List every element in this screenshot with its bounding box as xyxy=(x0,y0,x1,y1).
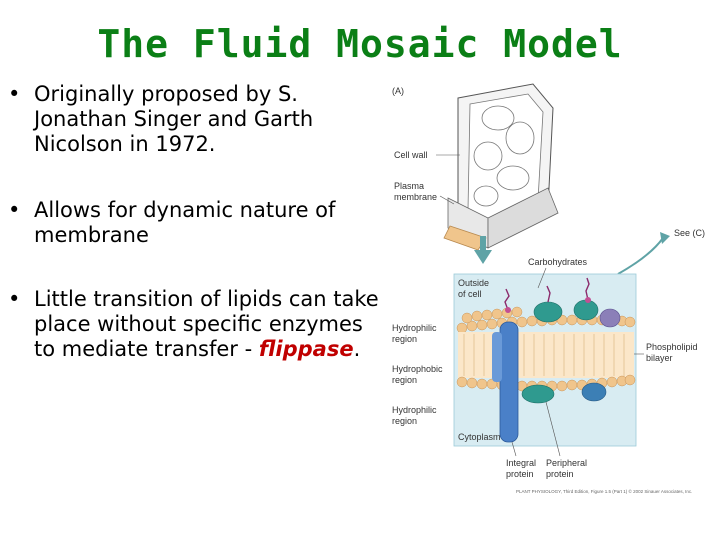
phospholipid-bilayer-label-line1: Phospholipid xyxy=(646,342,698,352)
peripheral-protein xyxy=(521,384,555,404)
bullet-item: • Allows for dynamic nature of membrane xyxy=(8,198,380,248)
outside-of-cell-label-line2: of cell xyxy=(458,289,482,299)
page-title: The Fluid Mosaic Model xyxy=(97,22,623,66)
hydrophobic-label-line1: Hydrophobic xyxy=(392,364,443,374)
phospholipid-bilayer-label-line2: bilayer xyxy=(646,353,673,363)
bullet-text-before: Little transition of lipids can take pla… xyxy=(34,287,379,361)
bullet-dot: • xyxy=(8,287,21,311)
panel-label: (A) xyxy=(392,86,404,96)
see-c-label: See (C) xyxy=(674,228,705,238)
hydrophilic-upper-label-line2: region xyxy=(392,334,417,344)
integral-protein-label-line2: protein xyxy=(506,469,534,479)
bullet-text: Allows for dynamic nature of membrane xyxy=(34,198,336,247)
figure-credit: PLANT PHYSIOLOGY, Third Edition, Figure … xyxy=(516,488,692,494)
plant-cell-illustration xyxy=(443,83,559,251)
bullet-text-after: . xyxy=(353,337,361,361)
hydrophobic-label-line2: region xyxy=(392,375,417,385)
bullet-text: Little transition of lipids can take pla… xyxy=(34,287,380,362)
bullet-dot: • xyxy=(8,198,21,222)
surface-protein xyxy=(533,301,563,323)
plasma-membrane-label-line1: Plasma xyxy=(394,181,424,191)
hydrophilic-lower-label-line1: Hydrophilic xyxy=(392,405,437,415)
peripheral-protein-label-line2: protein xyxy=(546,469,574,479)
carbohydrate-chains xyxy=(504,277,590,311)
cell-wall-label: Cell wall xyxy=(394,150,428,160)
membrane-figure: (A) Cell wall Plasma membrane See (C) Ca… xyxy=(392,83,705,494)
plasma-membrane-label-line2: membrane xyxy=(394,192,437,202)
bullet-dot: • xyxy=(8,82,21,106)
hydrophilic-upper-label-line1: Hydrophilic xyxy=(392,323,437,333)
bullet-text: Originally proposed by S. Jonathan Singe… xyxy=(34,82,314,156)
outside-of-cell-label-line1: Outside xyxy=(458,278,489,288)
see-c-arrow-icon xyxy=(617,237,664,275)
peripheral-protein-label-line1: Peripheral xyxy=(546,458,587,468)
bullet-item: • Little transition of lipids can take p… xyxy=(8,287,380,362)
hydrophobic-core xyxy=(458,332,634,378)
flippase-term: flippase xyxy=(258,337,354,361)
hydrophilic-lower-label-line2: region xyxy=(392,416,417,426)
bullet-item: • Originally proposed by S. Jonathan Sin… xyxy=(8,82,380,157)
integral-protein-label-line1: Integral xyxy=(506,458,536,468)
carbohydrates-label: Carbohydrates xyxy=(528,257,588,267)
cytoplasm-label: Cytoplasm xyxy=(458,432,501,442)
integral-protein xyxy=(499,321,519,443)
